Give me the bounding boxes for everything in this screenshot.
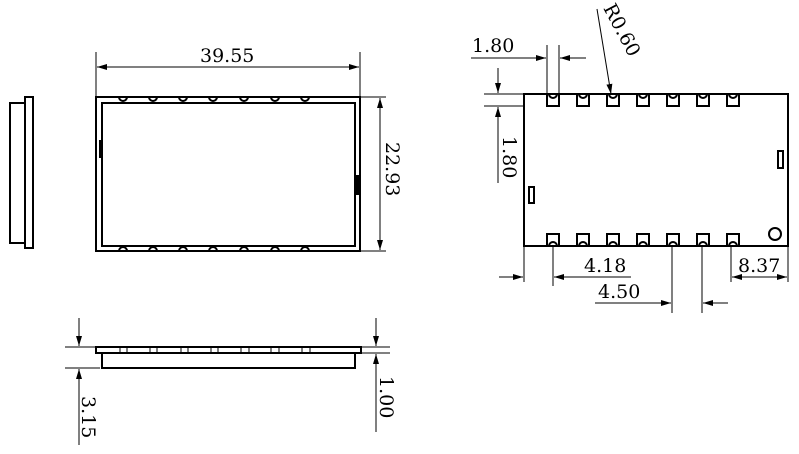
pad [606,233,620,247]
pin1-marker [768,227,782,241]
bottom-view: 1.80 R0.60 1.80 4.18 4.50 8.37 [471,0,789,313]
pad [636,93,650,107]
notch [270,96,280,102]
total-height-label: 3.15 [77,396,99,438]
notch [300,246,310,252]
notch [178,96,188,102]
castellation-notches [118,96,310,252]
side-tab [528,186,535,204]
pad [666,93,680,107]
edge-view [9,96,34,249]
notch [270,246,280,252]
pad-pitch-label: 4.50 [598,281,640,303]
pad-depth-label: 1.80 [498,136,520,178]
notch [208,246,218,252]
notch [208,96,218,102]
pad [576,93,590,107]
side-tab [99,140,103,158]
plate-height-label: 1.00 [375,376,397,418]
radius-label: R0.60 [599,0,645,60]
pad-width-label: 1.80 [472,35,514,57]
notch [239,246,249,252]
notch [118,246,128,252]
pad [666,233,680,247]
height-label: 22.93 [381,142,403,196]
last-pad-offset-label: 8.37 [738,255,780,277]
side-tab [356,175,360,195]
pad [636,233,650,247]
pad [726,93,740,107]
first-pad-offset-label: 4.18 [584,255,626,277]
notch [148,246,158,252]
pad [576,233,590,247]
width-label: 39.55 [200,45,254,67]
top-view: 39.55 22.93 [95,45,403,252]
pad [546,93,560,107]
notch [148,96,158,102]
pad [726,233,740,247]
pad [696,233,710,247]
pads [546,93,740,247]
pad [546,233,560,247]
pad [606,93,620,107]
side-tab [777,150,784,169]
notch [300,96,310,102]
notch [239,96,249,102]
notch [118,96,128,102]
pad [696,93,710,107]
side-view: 3.15 1.00 [65,318,397,445]
notch [178,246,188,252]
